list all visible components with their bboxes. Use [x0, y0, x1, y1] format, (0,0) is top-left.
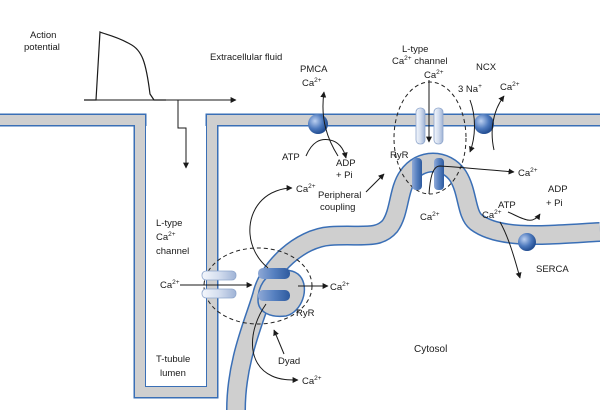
action-potential-trace [84, 31, 166, 101]
ltype-left-label-3: channel [156, 246, 189, 257]
ltype-left-label-2: Ca2+ [156, 231, 176, 243]
ncx-exchanger-icon [474, 114, 494, 134]
peripheral-pointer-arrow [365, 173, 385, 193]
action-potential-label-1: Action [30, 30, 56, 41]
serca-pi-label: + Pi [546, 198, 563, 209]
sarcolemma-membrane [0, 113, 600, 399]
dyad-pointer-arrow [273, 329, 285, 355]
ltype-left-ca-label: Ca2+ [160, 279, 180, 291]
ltype-top-label-2: Ca2+ channel [392, 55, 448, 67]
ryr-top-label: RyR [390, 150, 409, 161]
ryr-left-label: RyR [296, 308, 315, 319]
serca-ca-uptake-arrow [499, 221, 522, 279]
pmca-atp-arrow [305, 139, 348, 159]
ltype-left-channel-icon [201, 270, 237, 299]
serca-atp-label: ATP [498, 200, 516, 211]
ltype-top-channel-icon [415, 107, 444, 145]
dyad-ca-up-label: Ca2+ [296, 183, 316, 195]
cytosol-label: Cytosol [414, 344, 447, 355]
pmca-atp-label: ATP [282, 152, 300, 163]
action-potential-label-2: potential [24, 42, 60, 53]
ncx-na-influx-arrow [469, 99, 475, 153]
dyad-ca-down-arrow [252, 303, 299, 383]
serca-atp-arrow [507, 211, 541, 221]
dyad-label: Dyad [278, 356, 300, 367]
t-tubule-label-2: lumen [160, 368, 186, 379]
serca-pump-icon [518, 233, 536, 251]
ncx-label: NCX [476, 62, 497, 73]
dyad-ca-down-label: Ca2+ [302, 375, 322, 387]
ltype-top-label-1: L-type [402, 44, 428, 55]
ryr-top-release-arrow [428, 165, 515, 195]
pmca-ca-efflux-arrow [320, 91, 339, 157]
serca-ca-label: Ca2+ [482, 209, 502, 221]
ncx-ca-efflux-arrow [491, 95, 505, 151]
serca-adp-label: ADP [548, 184, 568, 195]
dyad-ca-up-arrow [249, 185, 293, 269]
pmca-label: PMCA [300, 64, 328, 75]
serca-label: SERCA [536, 264, 569, 275]
pmca-pump-icon [308, 114, 328, 134]
pmca-pi-label: + Pi [336, 170, 353, 181]
ap-into-tubule-arrow [177, 100, 189, 169]
ryr-left-channel-icon [258, 268, 290, 301]
peripheral-label-2: coupling [320, 202, 355, 213]
peripheral-coupling-region [393, 81, 467, 195]
ltype-top-ca-label: Ca2+ [424, 69, 444, 81]
ncx-na-label: 3 Na+ [458, 83, 482, 95]
pmca-ca-label: Ca2+ [302, 77, 322, 89]
ryr-left-ca-label: Ca2+ [330, 281, 350, 293]
extracellular-fluid-label: Extracellular fluid [210, 52, 282, 63]
sr-top-ca-label: Ca2+ [420, 211, 440, 223]
ncx-ca-label: Ca2+ [500, 81, 520, 93]
peripheral-label-1: Peripheral [318, 190, 361, 201]
ltype-left-label-1: L-type [156, 218, 182, 229]
ryr-top-released-ca-label: Ca2+ [518, 167, 538, 179]
pmca-adp-label: ADP [336, 158, 356, 169]
t-tubule-label-1: T-tubule [156, 354, 190, 365]
